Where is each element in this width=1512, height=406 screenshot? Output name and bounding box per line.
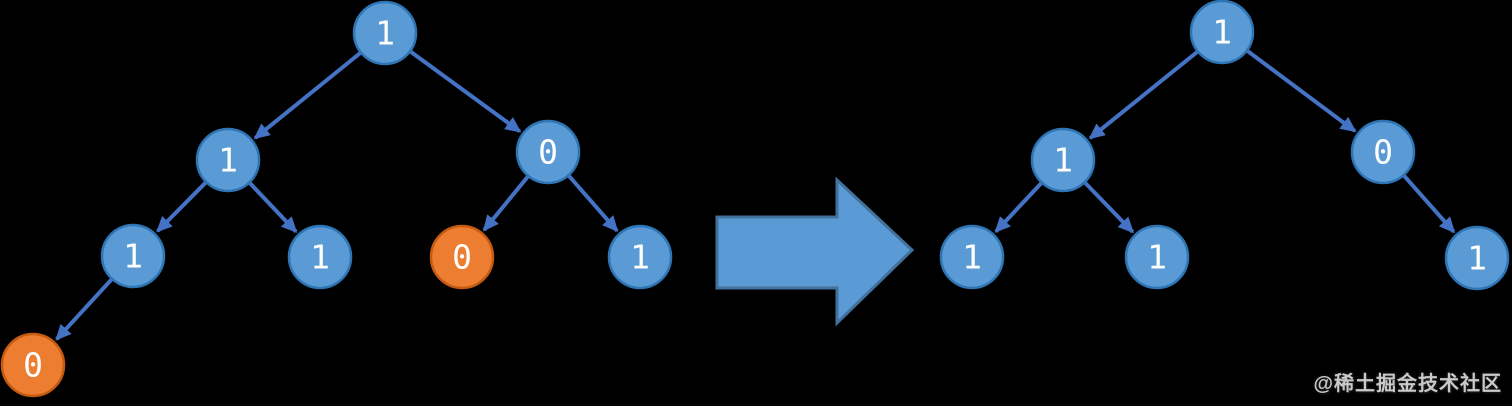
tree-node-label: 1 bbox=[218, 141, 238, 180]
tree-node-label: 1 bbox=[630, 238, 650, 277]
tree-node bbox=[287, 224, 353, 290]
tree-node-label: 1 bbox=[962, 238, 982, 277]
tree-node-label: 1 bbox=[375, 14, 395, 53]
tree-node-label: 0 bbox=[452, 238, 472, 277]
tree-edge bbox=[247, 181, 298, 234]
tree-node-label: 0 bbox=[538, 133, 558, 172]
tree-node bbox=[100, 223, 166, 289]
tree-node bbox=[515, 119, 581, 185]
tree-node bbox=[429, 224, 495, 290]
tree-edge bbox=[1083, 180, 1135, 234]
transform-arrow bbox=[715, 176, 915, 327]
tree-edge bbox=[55, 277, 114, 341]
tree-edge bbox=[156, 180, 208, 233]
tree-node bbox=[607, 224, 673, 290]
tree-node bbox=[1350, 119, 1416, 185]
tree-node bbox=[1030, 127, 1096, 193]
tree-edge bbox=[566, 173, 619, 233]
tree-edge bbox=[1245, 48, 1357, 133]
tree-edge bbox=[1088, 49, 1200, 140]
tree-node-label: 1 bbox=[1467, 239, 1487, 278]
tree-node bbox=[0, 332, 66, 398]
tree-node bbox=[195, 127, 261, 193]
tree-node-label: 1 bbox=[1147, 238, 1167, 277]
tree-node-label: 0 bbox=[23, 346, 43, 385]
tree-before: 1 1 0 1 1 0 1 0 bbox=[0, 0, 673, 398]
tree-node bbox=[1444, 225, 1510, 291]
tree-node-label: 1 bbox=[1212, 13, 1232, 52]
tree-edge bbox=[482, 174, 530, 232]
tree-after: 1 1 0 1 1 1 bbox=[939, 0, 1510, 291]
tree-node bbox=[1124, 224, 1190, 290]
tree-node bbox=[939, 224, 1005, 290]
tree-edge bbox=[253, 50, 363, 140]
tree-node-label: 0 bbox=[1373, 133, 1393, 172]
watermark: @稀土掘金技术社区 bbox=[1313, 373, 1502, 395]
tree-node-label: 1 bbox=[1053, 141, 1073, 180]
tree-node bbox=[1189, 0, 1255, 65]
tree-node-label: 1 bbox=[123, 237, 143, 276]
tree-edge bbox=[408, 49, 522, 133]
tree-node-label: 1 bbox=[310, 238, 330, 277]
tree-edge bbox=[994, 181, 1044, 233]
tree-edge bbox=[1402, 173, 1456, 234]
tree-node bbox=[352, 0, 418, 66]
